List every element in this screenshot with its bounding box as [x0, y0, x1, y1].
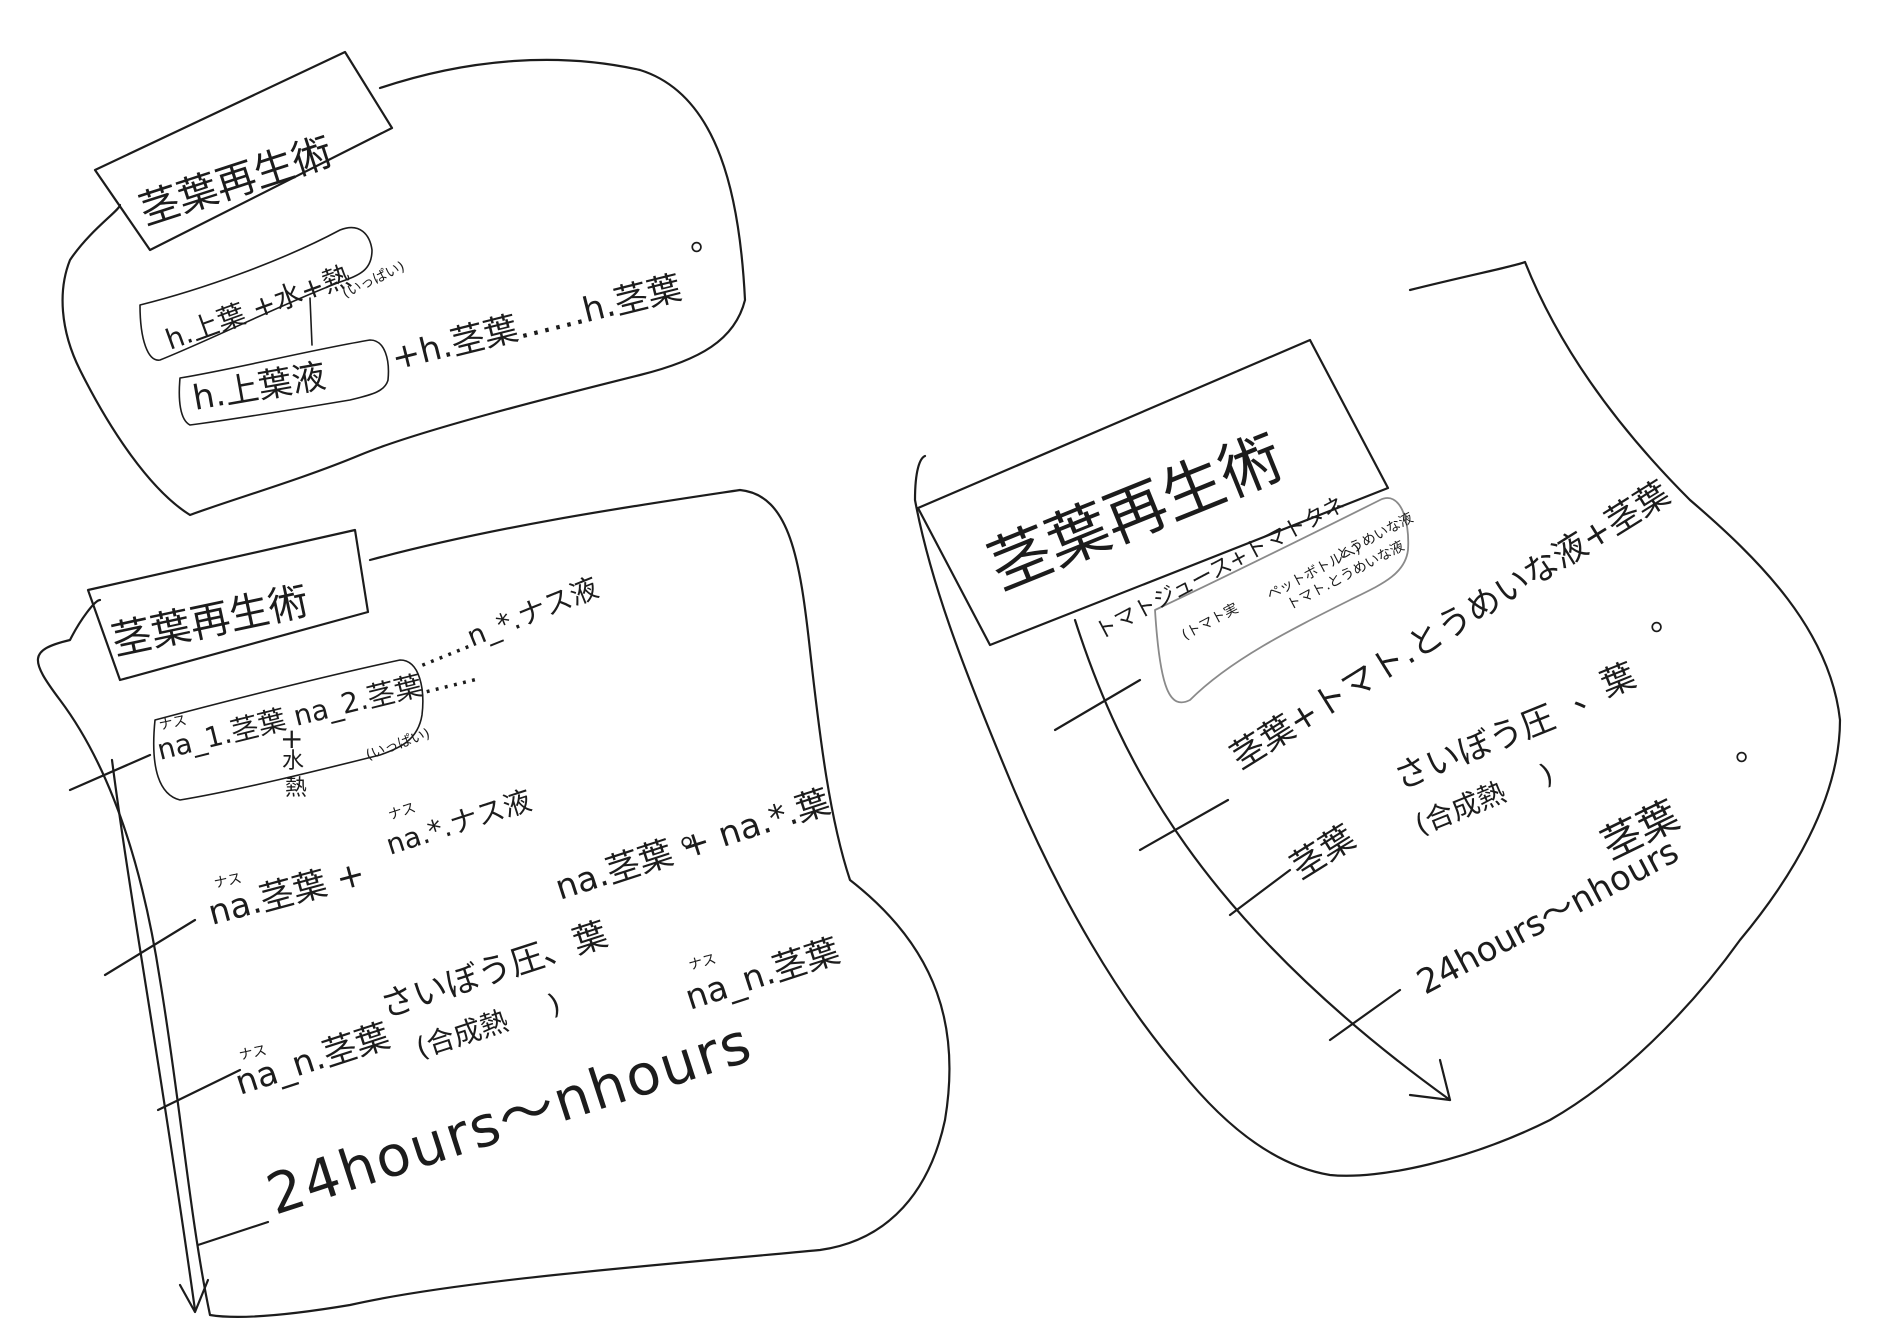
panel-right-row2-end: 。	[1735, 729, 1769, 769]
panel-left-row1-b: na.*.ナス液	[382, 784, 536, 862]
panel-left-tick3	[156, 1068, 242, 1112]
panel-left-tick2	[103, 918, 197, 977]
panel-left: 茎葉再生術 ナス na_1.茎葉 na_2.茎葉…… + 水 熱 (いっぱい) …	[36, 488, 951, 1319]
panel-top-box2-text: h.上葉液	[190, 356, 329, 419]
panel-left-box-text: na_1.茎葉 na_2.茎葉……	[154, 655, 480, 766]
panel-top-box1-text: h.上葉 +水+熱	[161, 259, 355, 357]
panel-left-row3-a: na_n.茎葉	[230, 1016, 394, 1103]
panel-left-heat: 熱	[285, 776, 307, 801]
panel-left-row3-c: 、葉	[535, 915, 612, 974]
panel-left-row3-d-end: )	[544, 987, 565, 1022]
panel-right-outline	[913, 260, 1842, 1177]
panel-left-title-tab	[86, 528, 370, 682]
panel-top-title-tab	[93, 50, 394, 252]
panel-right: 茎葉再生術 トマトジュース+トマトタネ (トマト実 ペットボトルへ) とうめいな…	[913, 260, 1842, 1177]
panel-left-box-ruby1: ナス	[158, 712, 189, 733]
panel-right-hours: 24hours〜nhours	[1410, 831, 1685, 1002]
panel-left-arrowhead	[178, 1278, 210, 1314]
panel-right-tick3	[1228, 868, 1292, 917]
panel-left-row3-e: na_n.茎葉	[680, 931, 844, 1018]
panel-left-row2-end: 。	[680, 814, 714, 854]
panel-top-end-mark: 。	[690, 219, 724, 259]
panel-left-box	[152, 659, 424, 801]
panel-left-row1-a: na.茎葉 +	[204, 854, 369, 934]
panel-left-box-tail: ……n_*.ナス液	[410, 571, 603, 675]
panel-right-title: 茎葉再生術	[978, 420, 1293, 604]
panel-right-row2-d-end: )	[1535, 757, 1558, 792]
panel-right-row2-a: 茎葉	[1284, 818, 1363, 888]
panel-left-box-note: (いっぱい)	[364, 726, 432, 764]
panel-left-row3-b: さいぼう圧	[375, 936, 549, 1027]
panel-right-row1-end: 。	[1650, 599, 1684, 639]
panel-left-outline	[36, 488, 951, 1319]
panel-right-row2-b: さいぼう圧	[1388, 698, 1561, 799]
panel-left-tick1	[68, 753, 152, 792]
panel-left-tick4	[196, 1220, 270, 1247]
panel-left-title: 茎葉再生術	[108, 578, 313, 665]
panel-right-title-tab	[916, 338, 1390, 647]
panel-left-row3-a-ruby: ナス	[238, 1042, 269, 1063]
panel-top-connector	[309, 297, 313, 346]
panel-left-row3-e-ruby: ナス	[687, 951, 718, 974]
panel-top: 茎葉再生術 h.上葉 +水+熱 (いっぱい) h.上葉液 +h.茎葉……h.茎葉…	[61, 50, 747, 517]
panel-top-line-tail: +h.茎葉……h.茎葉	[388, 268, 686, 379]
panel-left-row1-ruby: ナス	[213, 870, 244, 891]
panel-right-sub2-a: (トマト実	[1179, 601, 1241, 644]
panel-right-timeline	[1073, 618, 1452, 1102]
panel-right-arrowhead	[1408, 1058, 1452, 1102]
panel-top-box2	[178, 339, 390, 426]
panel-top-box1	[139, 226, 373, 361]
panel-right-tick2	[1138, 798, 1230, 852]
panel-left-plus: +	[280, 722, 303, 755]
panel-right-row2-c: 、葉	[1563, 656, 1641, 719]
panel-top-outline	[61, 58, 747, 517]
panel-right-grey-box	[1154, 497, 1410, 704]
panel-right-tick1	[1053, 678, 1142, 732]
panel-top-title: 茎葉再生術	[134, 129, 338, 235]
panel-left-timeline	[110, 758, 197, 1312]
panel-left-water: 水	[282, 749, 304, 774]
panel-right-tick4	[1328, 988, 1402, 1042]
